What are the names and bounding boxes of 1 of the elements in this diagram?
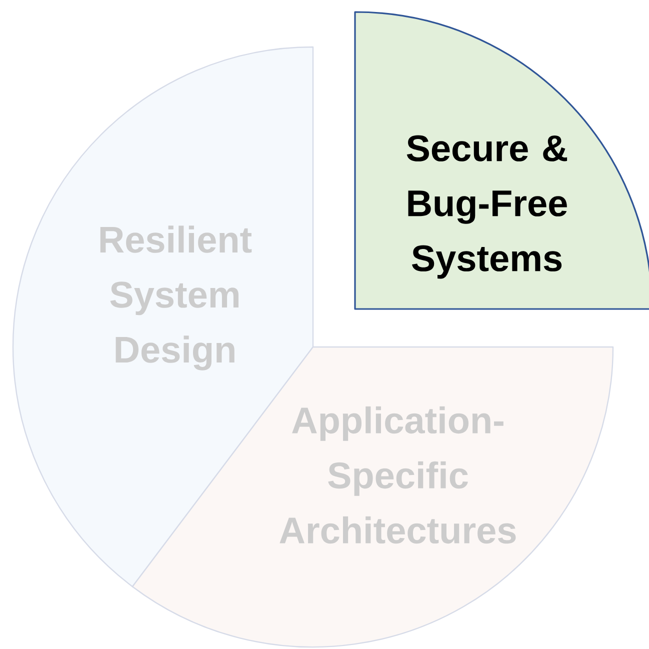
pie-sector: Secure & Bug-Free Systems: [354, 11, 649, 310]
